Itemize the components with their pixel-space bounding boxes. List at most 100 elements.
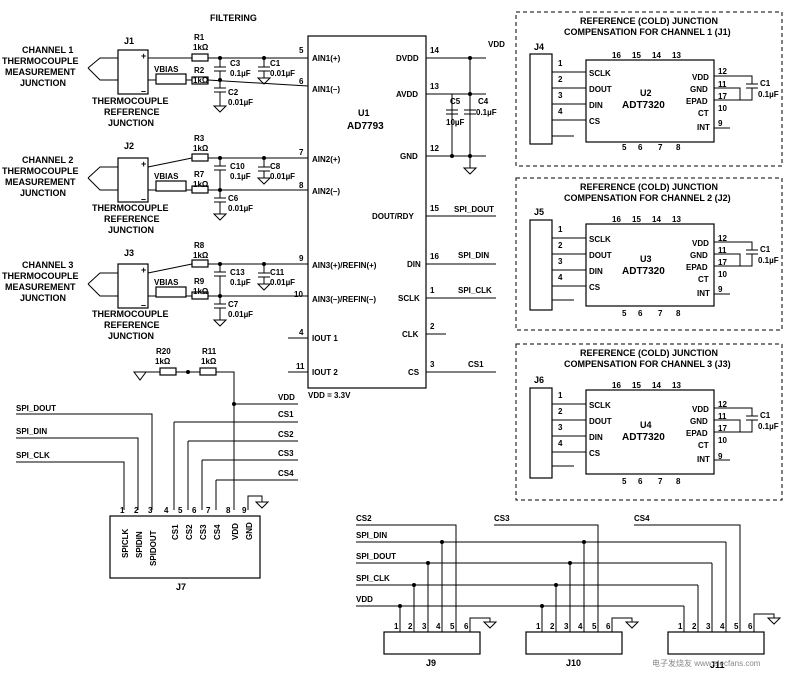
j10-pin: 1 (536, 622, 541, 631)
net-spi-din: SPI_DIN (458, 251, 489, 260)
r20-resistor (159, 367, 177, 376)
r11-value: 1kΩ (201, 357, 217, 366)
ref-junction-2-line1: THERMOCOUPLE (92, 203, 169, 213)
cj1-pin-12: 12 (718, 67, 727, 76)
spi-breakout-bus: CS2 CS3 CS4 SPI_DIN SPI_DOUT SPI_CLK VDD… (356, 514, 782, 670)
j7-pin-numbers: 1 2 3 4 5 6 7 8 9 (120, 506, 247, 515)
j10-connector (525, 631, 623, 655)
cj2-pin-3: 3 (558, 257, 563, 266)
j10-pin: 6 (606, 622, 611, 631)
c10-value: 0.1µF (230, 172, 251, 181)
cj3-ic-ref: U4 (640, 420, 652, 430)
cj1-pin-1: 1 (558, 59, 563, 68)
c8-name: C8 (270, 162, 281, 171)
cj3-top-pin: 16 (612, 381, 621, 390)
cj3-pin-3: 3 (558, 423, 563, 432)
net-cs1: CS1 (468, 360, 484, 369)
adc-pin-num: 11 (296, 362, 305, 371)
c1-name: C1 (270, 59, 281, 68)
vbias-3-tag (155, 286, 187, 298)
cj3-pin-12: 12 (718, 400, 727, 409)
cj1-pin-17: 17 (718, 92, 727, 101)
j1-minus: – (141, 86, 146, 96)
cj2-dout: DOUT (589, 251, 612, 260)
cj3-pin-2: 2 (558, 407, 563, 416)
bus-net-spi-dout: SPI_DOUT (356, 552, 396, 561)
cj2-bot-pin: 7 (658, 309, 663, 318)
cj1-ct: CT (698, 109, 709, 118)
cj1-bot-pin: 8 (676, 143, 681, 152)
r7-name: R7 (194, 170, 205, 179)
cj1-pin-2: 2 (558, 75, 563, 84)
adc-pin-num: 2 (430, 322, 435, 331)
cj2-vdd: VDD (692, 239, 709, 248)
c6-value: 0.01µF (228, 204, 253, 213)
cj1-int: INT (697, 123, 710, 132)
cj3-bot-pin: 5 (622, 477, 627, 486)
cj2-cap: C1 (760, 245, 771, 254)
r3-value: 1kΩ (193, 144, 209, 153)
adc-pin-ain2p: AIN2(+) (312, 155, 341, 164)
j10-pin: 5 (592, 622, 597, 631)
adc-pin-dvdd: DVDD (396, 54, 419, 63)
cj3-cs: CS (589, 449, 601, 458)
cj2-int: INT (697, 289, 710, 298)
cj3-top-pin: 13 (672, 381, 681, 390)
cj2-bot-pin: 6 (638, 309, 643, 318)
j3-connector (117, 263, 149, 309)
cj1-bot-pin: 5 (622, 143, 627, 152)
cold-junction-blocks: REFERENCE (COLD) JUNCTION COMPENSATION F… (515, 11, 783, 501)
bus-net-spi-clk: SPI_CLK (356, 574, 390, 583)
cj2-pin-4: 4 (558, 273, 563, 282)
cj1-gnd: GND (690, 85, 708, 94)
j10-pin: 4 (578, 622, 583, 631)
cj2-connector: J5 (534, 207, 544, 217)
channel-2-measure: MEASUREMENT (5, 177, 76, 187)
filtering-title: FILTERING (210, 13, 257, 23)
j7-pin-number: 3 (148, 506, 153, 515)
r9-resistor (191, 291, 209, 300)
c1-ground (256, 77, 272, 85)
r20-ground (133, 371, 147, 381)
c7-capacitor (214, 296, 226, 320)
j7-ref: J7 (176, 582, 186, 592)
cj2-pin-1: 1 (558, 225, 563, 234)
adc-pin-dout: DOUT/RDY (372, 212, 414, 221)
c11-name: C11 (270, 268, 285, 277)
c6-name: C6 (228, 194, 239, 203)
tc1-wires (87, 57, 118, 81)
tc2-wires (87, 166, 118, 191)
channel-3-label: CHANNEL 3 (22, 260, 73, 270)
j9-pin: 6 (464, 622, 469, 631)
j11-pin: 6 (748, 622, 753, 631)
j7-net-cs1: CS1 (278, 410, 294, 419)
cj2-ct: CT (698, 275, 709, 284)
j7-cs-wires (174, 403, 298, 481)
cj3-pin-4: 4 (558, 439, 563, 448)
channel-3-measure: MEASUREMENT (5, 282, 76, 292)
adc-power-wires (426, 57, 486, 157)
j7-net-cs4: CS4 (278, 469, 294, 478)
cj1-din: DIN (589, 101, 603, 110)
cj3-ic (585, 389, 715, 475)
j7-net-cs2: CS2 (278, 430, 294, 439)
j3-label: J3 (124, 248, 134, 258)
c5-value: 10µF (446, 118, 465, 127)
j1-connector (117, 49, 149, 95)
j7-pin-number: 1 (120, 506, 125, 515)
net-spi-dout: SPI_DOUT (454, 205, 494, 214)
j7-pin-label: CS4 (213, 524, 222, 540)
c2-capacitor (214, 80, 226, 106)
cj1-title2: COMPENSATION FOR CHANNEL 1 (J1) (564, 27, 731, 37)
j2-connector (117, 157, 149, 203)
c4-value: 0.1µF (476, 108, 497, 117)
j9-connector (383, 631, 481, 655)
cj3-pin-9: 9 (718, 452, 723, 461)
vbias-1-tag (155, 73, 187, 85)
cj3-top-pin: 15 (632, 381, 641, 390)
vbias-2-label: VBIAS (154, 172, 179, 181)
ch3-filter-wires (147, 263, 308, 297)
cj1-ic-part: ADT7320 (622, 100, 665, 111)
thermocouple-inputs: J1 + – J2 + – J3 + – THERMOCOUPLE REFERE… (87, 36, 169, 341)
c11-value: 0.01µF (270, 278, 295, 287)
